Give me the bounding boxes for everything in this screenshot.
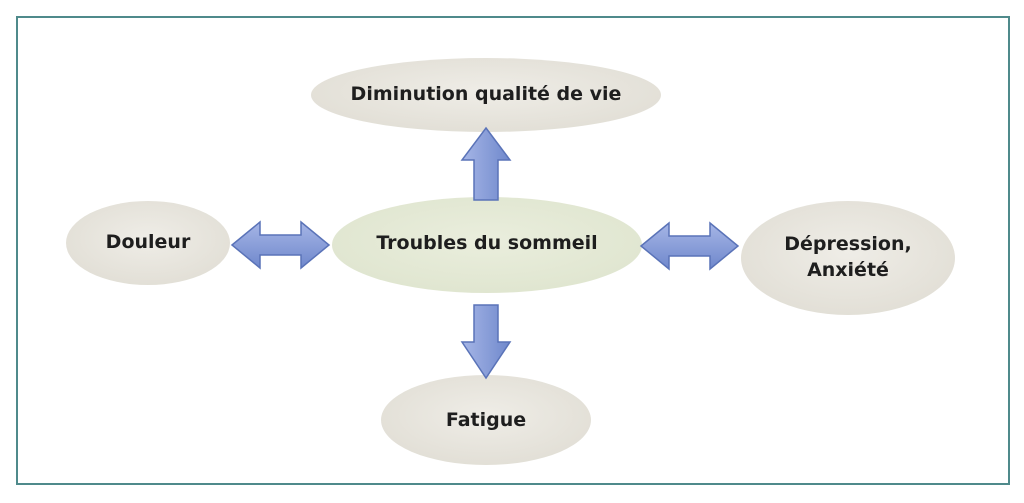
node-bottom-label: Fatigue [445,409,527,432]
node-center-label: Troubles du sommeil [376,232,598,255]
arrow-up [460,126,512,201]
node-top-shape [311,58,661,132]
arrow-left-double [230,220,331,270]
node-top-label: Diminution qualité de vie [350,83,622,106]
node-left-label: Douleur [105,231,191,254]
node-center-shape [332,197,642,293]
node-right-label: Dépression, Anxiété [784,233,912,281]
node-left-shape [66,201,230,285]
arrow-right-double [639,221,740,271]
node-bottom-shape [381,375,591,465]
node-right-shape [741,201,955,315]
arrow-down [460,304,512,380]
